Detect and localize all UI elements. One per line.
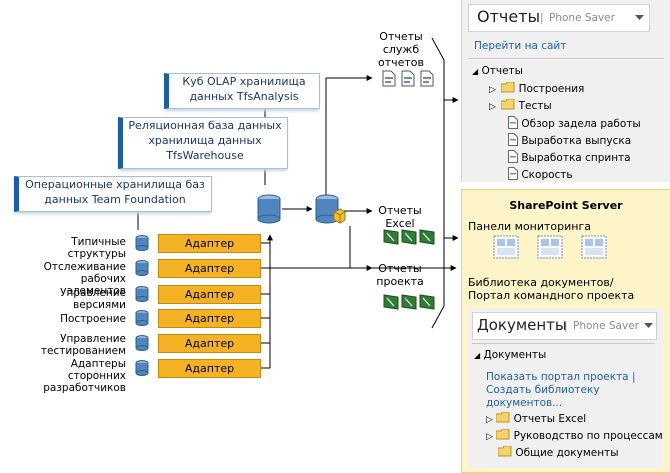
excel-icon [419, 294, 435, 310]
operational-header-text: Операционные хранилища баз данных Team F… [25, 178, 205, 206]
collapse-arrow-icon: ▷ [486, 432, 493, 442]
tree-root-label: Отчеты [481, 65, 523, 77]
reports-panel: Отчеты | Phone Saver Перейти на сайт ◢ О… [461, 0, 670, 182]
adapter-box: Адаптер [158, 234, 261, 253]
report-icon [508, 167, 518, 180]
source-label: Управление тестированием [40, 333, 126, 357]
adapter-box: Адаптер [158, 309, 261, 328]
collapse-arrow-icon: ▷ [489, 102, 496, 112]
relational-db-header: Реляционная база данных хранилища данных… [118, 117, 288, 169]
report-icon [382, 70, 396, 87]
create-library-link[interactable]: Создать библиотеку документов... [486, 384, 600, 409]
database-icon [135, 260, 149, 276]
database-icon [135, 335, 149, 351]
divider [468, 58, 664, 59]
excel-icon [401, 294, 417, 310]
project-reports-label: Отчеты проекта [376, 262, 424, 288]
warehouse-database-icon [257, 194, 281, 224]
source-label: Управление версиями [60, 287, 126, 311]
dashboards-label: Панели мониторинга [468, 220, 591, 233]
expand-arrow-icon: ◢ [472, 67, 479, 76]
folder-label: Общие документы [515, 447, 619, 459]
adapter-box: Адаптер [158, 334, 261, 353]
source-label: Построение [60, 313, 126, 325]
tree-folder-process-guidance[interactable]: ▷ Руководство по процессам [486, 428, 663, 442]
reporting-services-label: Отчеты служб отчетов [377, 30, 425, 69]
database-icon [135, 286, 149, 302]
dashboard-icon [581, 235, 607, 259]
excel-reports-label: Отчеты Excel [378, 204, 422, 230]
reports-panel-subtitle: Phone Saver [549, 12, 615, 24]
tree-root-label: Документы [483, 349, 547, 361]
report-icon [401, 70, 415, 87]
tree-root-documents[interactable]: ◢ Документы [474, 349, 546, 361]
library-caption: Библиотека документов/ Портал командного… [468, 276, 635, 302]
folder-icon [500, 98, 515, 110]
documents-panel-title: Документы [477, 316, 567, 334]
sharepoint-server-panel: SharePoint Server Панели мониторинга Биб… [461, 189, 670, 473]
collapse-arrow-icon: ▷ [486, 415, 493, 425]
excel-icon [383, 229, 399, 245]
tree-root-reports[interactable]: ◢ Отчеты [472, 65, 523, 77]
database-icon [135, 310, 149, 326]
folder-label: Построения [518, 83, 585, 95]
show-project-portal-link[interactable]: Показать портал проекта | [486, 371, 636, 383]
olap-cube-header: Куб OLAP хранилища данных TfsAnalysis [164, 73, 320, 109]
folder-icon [495, 411, 510, 423]
adapter-box: Адаптер [158, 259, 261, 278]
reports-panel-title-bar[interactable]: Отчеты | Phone Saver [468, 4, 650, 32]
adapter-box: Адаптер [158, 285, 261, 304]
tree-folder-tests[interactable]: ▷ Тесты [489, 98, 552, 112]
reports-panel-title: Отчеты [477, 7, 541, 26]
documents-panel: Документы | Phone Saver ◢ Документы Пока… [468, 308, 663, 468]
documents-panel-title-bar[interactable]: Документы | Phone Saver [472, 312, 657, 340]
report-icon [508, 116, 518, 129]
folder-icon [500, 81, 515, 93]
operational-stores-header: Операционные хранилища баз данных Team F… [14, 176, 212, 212]
folder-icon [497, 445, 512, 457]
folder-label: Тесты [518, 100, 552, 112]
separator: | [540, 12, 544, 24]
collapse-arrow-icon: ▷ [489, 85, 496, 95]
source-label: Типичные структуры [67, 236, 126, 260]
excel-icon [401, 229, 417, 245]
tree-report-item[interactable]: Выработка спринта [508, 150, 631, 164]
folder-icon [495, 428, 510, 440]
database-icon [135, 360, 149, 376]
report-icon [508, 150, 518, 163]
documents-panel-subtitle: Phone Saver [573, 320, 639, 332]
report-label: Выработка спринта [521, 152, 631, 164]
expand-arrow-icon: ◢ [474, 351, 481, 360]
tree-folder-builds[interactable]: ▷ Построения [489, 81, 585, 95]
folder-label: Руководство по процессам [513, 430, 663, 442]
olap-cube-icon [315, 194, 346, 224]
excel-icon [383, 294, 399, 310]
dashboard-icon [537, 235, 563, 259]
dropdown-arrow-icon[interactable] [644, 323, 653, 329]
relational-header-text: Реляционная база данных хранилища данных… [128, 119, 282, 162]
report-icon [420, 70, 434, 87]
source-label: Адаптеры сторонних разработчиков [43, 358, 126, 394]
separator: | [564, 320, 568, 332]
source-label: Отслеживание рабочих элементов [43, 261, 126, 297]
tree-report-item[interactable]: Обзор задела работы [508, 116, 641, 130]
adapter-box: Адаптер [158, 359, 261, 378]
goto-site-link[interactable]: Перейти на сайт [474, 40, 567, 52]
folder-label: Отчеты Excel [513, 413, 587, 425]
tree-folder-excel-reports[interactable]: ▷ Отчеты Excel [486, 411, 587, 425]
report-icon [508, 133, 518, 146]
sharepoint-title: SharePoint Server [509, 199, 623, 212]
dashboard-icon [493, 235, 519, 259]
tree-report-item[interactable]: Скорость [508, 167, 573, 181]
tree-report-item[interactable]: Выработка выпуска [508, 133, 631, 147]
report-label: Скорость [521, 169, 573, 181]
report-label: Обзор задела работы [521, 118, 641, 130]
olap-header-text: Куб OLAP хранилища данных TfsAnalysis [182, 75, 306, 103]
tree-folder-shared-documents[interactable]: Общие документы [497, 445, 619, 459]
database-icon [135, 235, 149, 251]
report-label: Выработка выпуска [521, 135, 632, 147]
divider [472, 343, 655, 344]
dropdown-arrow-icon[interactable] [635, 15, 644, 21]
excel-icon [419, 229, 435, 245]
